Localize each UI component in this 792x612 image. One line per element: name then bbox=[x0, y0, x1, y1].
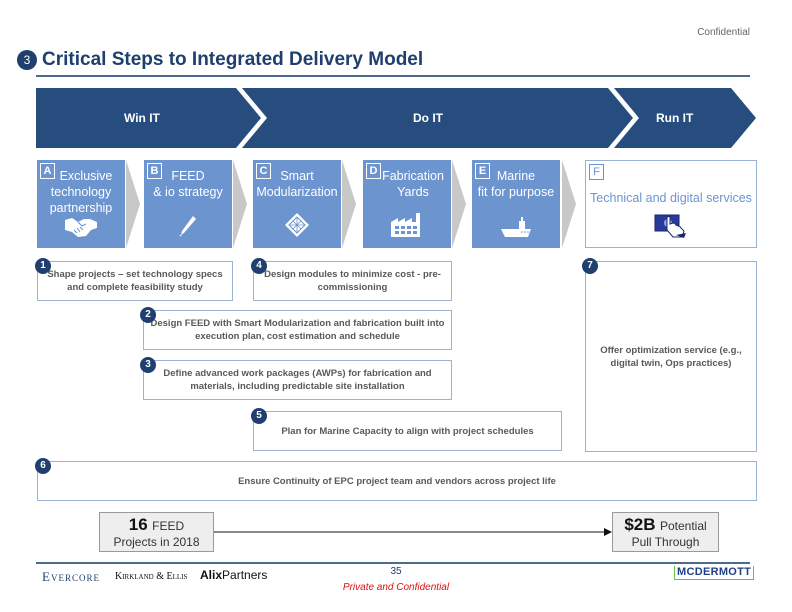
kpi-value: $2B bbox=[624, 515, 656, 534]
step-title-line: FEED bbox=[171, 169, 205, 183]
step-title: Exclusive technology partnership bbox=[37, 168, 125, 216]
kpi-unit: FEED bbox=[152, 519, 185, 533]
step-letter: C bbox=[256, 163, 271, 179]
step-title-line: & io strategy bbox=[153, 185, 223, 199]
step-title-line: Exclusive bbox=[59, 169, 113, 183]
action-number-badge: 1 bbox=[35, 258, 51, 274]
kpi-unit: Potential bbox=[659, 519, 707, 533]
action-text: Shape projects – set technology specs an… bbox=[47, 269, 223, 293]
step-title-line: Fabrication bbox=[382, 169, 444, 183]
action-box-3: Define advanced work packages (AWPs) for… bbox=[143, 360, 452, 400]
private-confidential-label: Private and Confidential bbox=[342, 582, 450, 593]
step-title: Fabrication Yards bbox=[363, 168, 451, 200]
ship-icon bbox=[501, 217, 531, 237]
kpi-feed-projects: 16 FEED Projects in 2018 bbox=[99, 512, 214, 552]
step-title-line: Technical and digital services bbox=[590, 191, 752, 205]
step-title-line: partnership bbox=[49, 201, 113, 215]
action-box-5: Plan for Marine Capacity to align with p… bbox=[253, 411, 562, 451]
step-title-line: Modularization bbox=[256, 185, 338, 199]
step-title-line: technology bbox=[50, 185, 112, 199]
action-text: Design modules to minimize cost - pre-co… bbox=[264, 269, 441, 293]
phase-run-it-label: Run IT bbox=[656, 111, 694, 125]
action-number-badge: 2 bbox=[140, 307, 156, 323]
step-letter: A bbox=[40, 163, 55, 179]
page-number: 35 bbox=[390, 566, 402, 577]
kpi-caption: Projects in 2018 bbox=[113, 535, 200, 549]
phase-run-it-shape bbox=[614, 88, 756, 148]
footer-divider bbox=[36, 562, 750, 564]
alix-rest-text: Partners bbox=[222, 568, 268, 582]
action-text: Define advanced work packages (AWPs) for… bbox=[163, 368, 432, 392]
kpi-pull-through: $2B Potential Pull Through bbox=[612, 512, 719, 552]
phase-chevron-bar bbox=[36, 88, 756, 148]
phase-win-it-shape bbox=[36, 88, 261, 148]
step-title-line: Marine bbox=[496, 169, 536, 183]
factory-icon bbox=[391, 213, 420, 237]
phase-win-it-label: Win IT bbox=[124, 111, 160, 125]
chevron-arrow-icon bbox=[126, 160, 140, 248]
step-title-line: Smart bbox=[280, 169, 314, 183]
step-title: Marine fit for purpose bbox=[472, 168, 560, 200]
action-number-badge: 6 bbox=[35, 458, 51, 474]
step-card-b: B FEED & io strategy bbox=[144, 160, 232, 248]
step-title-line: Yards bbox=[397, 185, 429, 199]
step-title: Technical and digital services bbox=[586, 190, 756, 206]
step-letter: E bbox=[475, 163, 490, 179]
step-title-line: fit for purpose bbox=[477, 185, 555, 199]
action-number-badge: 5 bbox=[251, 408, 267, 424]
action-box-7: Offer optimization service (e.g., digita… bbox=[585, 261, 757, 452]
action-number-badge: 7 bbox=[582, 258, 598, 274]
section-number-badge: 3 bbox=[17, 50, 37, 70]
chevron-arrow-icon bbox=[233, 160, 247, 248]
kpi-caption: Pull Through bbox=[631, 535, 700, 549]
action-text: Ensure Continuity of EPC project team an… bbox=[238, 475, 556, 487]
action-number-badge: 3 bbox=[140, 357, 156, 373]
handshake-icon bbox=[65, 218, 97, 237]
touchscreen-hand-icon bbox=[654, 214, 686, 238]
phase-do-it-label: Do IT bbox=[413, 111, 443, 125]
title-divider bbox=[36, 75, 750, 77]
action-box-2: Design FEED with Smart Modularization an… bbox=[143, 310, 452, 350]
step-title: Smart Modularization bbox=[253, 168, 341, 200]
action-text: Offer optimization service (e.g., digita… bbox=[600, 344, 742, 369]
chevron-arrow-icon bbox=[452, 160, 466, 248]
page-title: Critical Steps to Integrated Delivery Mo… bbox=[42, 49, 424, 70]
action-number-badge: 4 bbox=[251, 258, 267, 274]
step-card-e: E Marine fit for purpose bbox=[472, 160, 560, 248]
step-letter: D bbox=[366, 163, 381, 179]
step-card-f: F Technical and digital services bbox=[585, 160, 757, 248]
module-diamond-icon bbox=[285, 213, 309, 237]
step-card-c: C Smart Modularization bbox=[253, 160, 341, 248]
chevron-arrow-icon bbox=[342, 160, 356, 248]
chevron-arrow-icon bbox=[562, 160, 576, 248]
mcdermott-logo: MCDERMOTT bbox=[674, 566, 755, 580]
action-box-1: Shape projects – set technology specs an… bbox=[37, 261, 233, 301]
action-text: Plan for Marine Capacity to align with p… bbox=[281, 425, 534, 437]
alix-bold-text: Alix bbox=[200, 568, 223, 582]
kpi-value: 16 bbox=[128, 515, 148, 534]
evercore-logo: Evercore bbox=[42, 569, 100, 584]
pen-icon bbox=[179, 216, 196, 237]
step-card-a: A Exclusive technology partnership bbox=[37, 160, 125, 248]
confidential-label: Confidential bbox=[697, 27, 750, 38]
action-box-4: Design modules to minimize cost - pre-co… bbox=[253, 261, 452, 301]
action-box-6: Ensure Continuity of EPC project team an… bbox=[37, 461, 757, 501]
step-letter: F bbox=[589, 164, 604, 180]
action-text: Design FEED with Smart Modularization an… bbox=[150, 318, 445, 342]
step-title: FEED & io strategy bbox=[144, 168, 232, 200]
step-letter: B bbox=[147, 163, 162, 179]
pull-through-arrow bbox=[214, 528, 612, 536]
step-card-d: D Fabrication Yards bbox=[363, 160, 451, 248]
phase-do-it-shape bbox=[242, 88, 633, 148]
alixpartners-logo: AlixPartners bbox=[200, 568, 267, 582]
kirkland-ellis-logo: Kirkland & Ellis bbox=[115, 571, 188, 582]
